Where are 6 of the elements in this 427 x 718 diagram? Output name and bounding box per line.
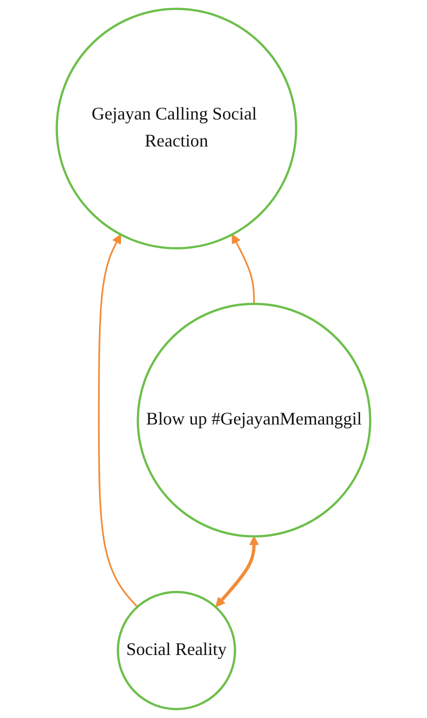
arrow — [215, 536, 259, 608]
node-circle: Social Reality — [116, 590, 236, 710]
arrow — [232, 234, 255, 304]
node-circle: Gejayan Calling Social Reaction — [56, 8, 298, 250]
node-circle: Blow up #GejayanMemanggil — [136, 302, 372, 538]
arrow — [98, 234, 138, 608]
